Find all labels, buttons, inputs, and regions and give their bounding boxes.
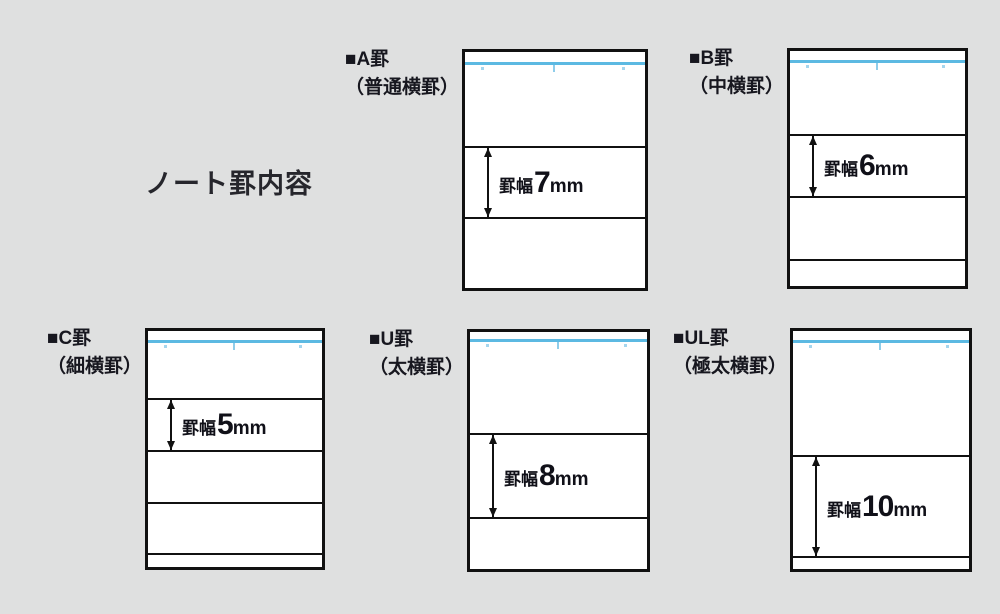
rule-line xyxy=(148,502,322,504)
ruling-type-name: ■A罫 xyxy=(344,49,390,70)
margin-dot-right xyxy=(621,67,625,70)
rule-width-unit: mm xyxy=(893,499,928,521)
ruling-type-subname: （細横罫） xyxy=(46,356,142,377)
margin-dot-left xyxy=(163,345,167,348)
rule-width-unit: mm xyxy=(549,175,584,197)
measure-arrow xyxy=(484,148,492,217)
measure-arrow xyxy=(489,435,497,517)
center-tick xyxy=(556,342,559,349)
rule-width-value: 10 xyxy=(862,489,894,523)
rule-line xyxy=(793,455,969,457)
rule-line xyxy=(470,433,647,435)
ruling-type-name: ■UL罫 xyxy=(672,328,729,349)
margin-dot-right xyxy=(299,345,303,348)
rule-width-unit: mm xyxy=(232,418,267,439)
rule-width-value: 5 xyxy=(217,408,234,441)
diagram-title: ノート罫内容 xyxy=(145,169,313,199)
ruled-paper-sample: 罫幅 7 mm xyxy=(462,49,648,291)
measure-arrow xyxy=(809,136,817,196)
ruling-type-subname: （中横罫） xyxy=(688,76,784,97)
rule-width-label: 罫幅 7 mm xyxy=(499,165,584,199)
ruling-type-name: ■C罫 xyxy=(46,328,92,349)
center-tick xyxy=(553,65,556,72)
rule-line xyxy=(148,553,322,555)
rule-width-value: 7 xyxy=(534,165,551,199)
ruling-card-ul: ■UL罫 （極太横罫） 罫幅 10 mm xyxy=(673,328,972,572)
card-label: ■A罫 （普通横罫） xyxy=(345,46,459,102)
card-label: ■U罫 （太横罫） xyxy=(369,326,464,382)
rule-width-label: 罫幅 10 mm xyxy=(827,489,928,523)
rule-width-prefix: 罫幅 xyxy=(504,470,538,489)
margin-dot-right xyxy=(942,65,946,68)
rule-line xyxy=(790,259,965,261)
rule-width-label: 罫幅 8 mm xyxy=(504,461,588,491)
ruling-type-subname: （太横罫） xyxy=(368,357,464,378)
rule-width-prefix: 罫幅 xyxy=(182,419,216,438)
ruling-type-name: ■B罫 xyxy=(688,48,734,69)
rule-line xyxy=(790,134,965,136)
ruling-type-name: ■U罫 xyxy=(368,329,414,350)
ruling-card-b: ■B罫 （中横罫） 罫幅 6 mm xyxy=(689,48,968,289)
ruled-paper-sample: 罫幅 6 mm xyxy=(787,48,968,289)
measure-arrow xyxy=(812,457,820,556)
margin-dot-right xyxy=(623,344,627,347)
rule-line xyxy=(148,398,322,400)
center-tick xyxy=(233,343,236,350)
rule-line xyxy=(465,217,645,219)
ruled-paper-sample: 罫幅 5 mm xyxy=(145,328,325,570)
center-tick xyxy=(879,343,882,350)
ruling-card-c: ■C罫 （細横罫） 罫幅 5 mm xyxy=(47,328,325,570)
card-label: ■B罫 （中横罫） xyxy=(689,45,784,101)
card-label: ■UL罫 （極太横罫） xyxy=(673,325,787,381)
rule-width-prefix: 罫幅 xyxy=(824,160,858,179)
margin-dot-left xyxy=(805,65,809,68)
card-label: ■C罫 （細横罫） xyxy=(47,325,142,381)
rule-width-prefix: 罫幅 xyxy=(827,500,861,520)
rule-line xyxy=(470,517,647,519)
ruling-type-subname: （極太横罫） xyxy=(672,356,787,377)
header-rule-line xyxy=(465,62,645,65)
rule-width-value: 8 xyxy=(539,459,556,492)
center-tick xyxy=(875,63,878,70)
header-rule-line xyxy=(148,340,322,343)
margin-dot-right xyxy=(946,345,950,348)
rule-width-prefix: 罫幅 xyxy=(499,176,533,196)
rule-width-label: 罫幅 6 mm xyxy=(824,151,908,181)
margin-dot-left xyxy=(485,344,489,347)
rule-width-unit: mm xyxy=(874,159,909,180)
rule-width-unit: mm xyxy=(554,469,589,490)
measure-arrow xyxy=(167,400,175,450)
ruled-paper-sample: 罫幅 10 mm xyxy=(790,328,972,572)
ruling-card-u: ■U罫 （太横罫） 罫幅 8 mm xyxy=(369,329,650,572)
rule-line xyxy=(790,196,965,198)
ruling-type-subname: （普通横罫） xyxy=(344,77,459,98)
header-rule-line xyxy=(470,339,647,342)
rule-width-value: 6 xyxy=(859,149,876,182)
rule-line xyxy=(793,556,969,558)
rule-line xyxy=(148,450,322,452)
margin-dot-left xyxy=(808,345,812,348)
ruling-card-a: ■A罫 （普通横罫） 罫幅 7 mm xyxy=(345,49,648,291)
header-rule-line xyxy=(793,340,969,343)
header-rule-line xyxy=(790,60,965,63)
rule-line xyxy=(465,146,645,148)
ruled-paper-sample: 罫幅 8 mm xyxy=(467,329,650,572)
rule-width-label: 罫幅 5 mm xyxy=(182,410,266,440)
margin-dot-left xyxy=(481,67,485,70)
